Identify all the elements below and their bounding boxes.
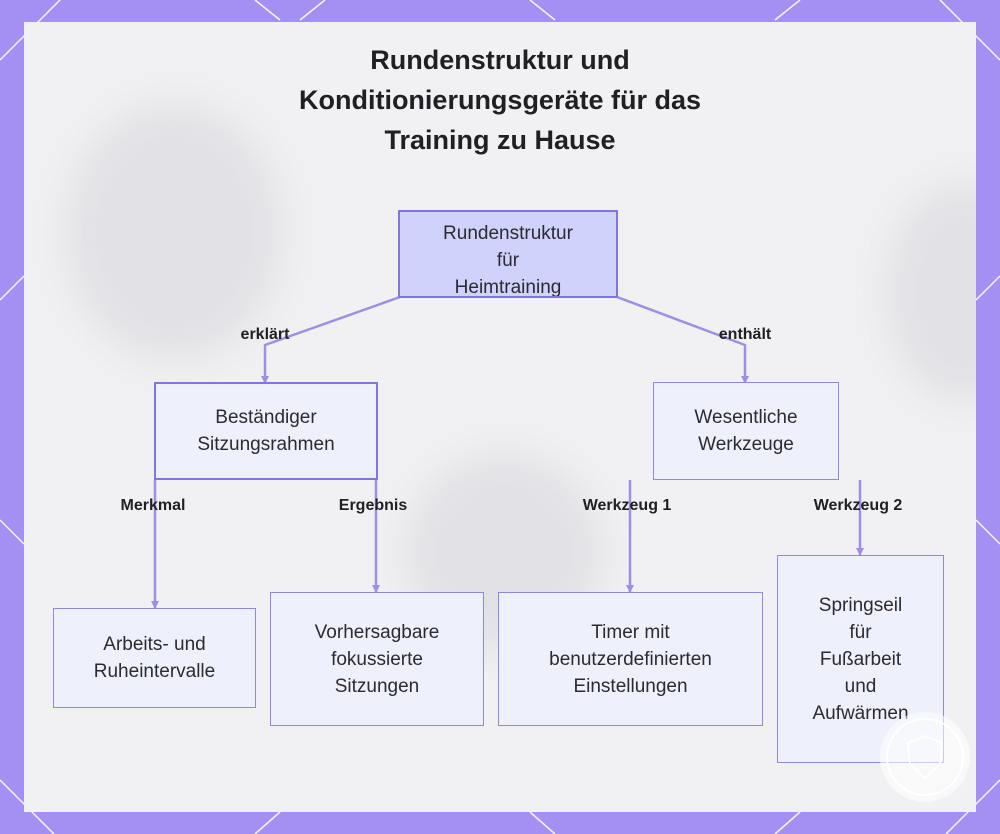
edge-label-tool-2: Werkzeug 2 [814,497,903,515]
node-text: Fußarbeit [820,646,901,673]
node-text: Springseil [819,592,902,619]
node-text: Vorhersagbare [315,619,440,646]
edge-label-explains: erklärt [241,326,290,344]
node-timer: Timer mit benutzerdefinierten Einstellun… [498,592,763,726]
edge-label-feature: Merkmal [121,497,186,515]
shield-icon [880,712,970,802]
node-intervals: Arbeits- und Ruheintervalle [53,608,256,708]
edge-label-result: Ergebnis [339,497,407,515]
node-text: fokussierte [331,646,423,673]
node-text: Rundenstruktur [443,220,573,247]
node-essential-tools: Wesentliche Werkzeuge [653,382,839,480]
node-text: benutzerdefinierten [549,646,712,673]
node-text: Sitzungsrahmen [197,431,334,458]
node-text: für [497,247,519,274]
node-text: Timer mit [591,619,669,646]
title-line: Training zu Hause [220,120,780,160]
diagram-title: Rundenstruktur und Konditionierungsgerät… [220,40,780,160]
node-text: Arbeits- und [103,631,205,658]
edge-label-contains: enthält [719,326,771,344]
node-text: Wesentliche [694,404,797,431]
node-text: und [845,673,877,700]
node-root: Rundenstruktur für Heimtraining [398,210,618,298]
node-text: Heimtraining [455,274,562,298]
node-text: Einstellungen [573,673,687,700]
title-line: Konditionierungsgeräte für das [220,80,780,120]
node-text: Ruheintervalle [94,658,215,685]
edge-label-tool-1: Werkzeug 1 [583,497,672,515]
node-session-framework: Beständiger Sitzungsrahmen [154,382,378,480]
node-text: Beständiger [215,404,316,431]
title-line: Rundenstruktur und [220,40,780,80]
node-text: Sitzungen [335,673,420,700]
node-text: Werkzeuge [698,431,794,458]
node-text: für [849,619,871,646]
watermark-badge [880,712,970,802]
node-predictable-sessions: Vorhersagbare fokussierte Sitzungen [270,592,484,726]
